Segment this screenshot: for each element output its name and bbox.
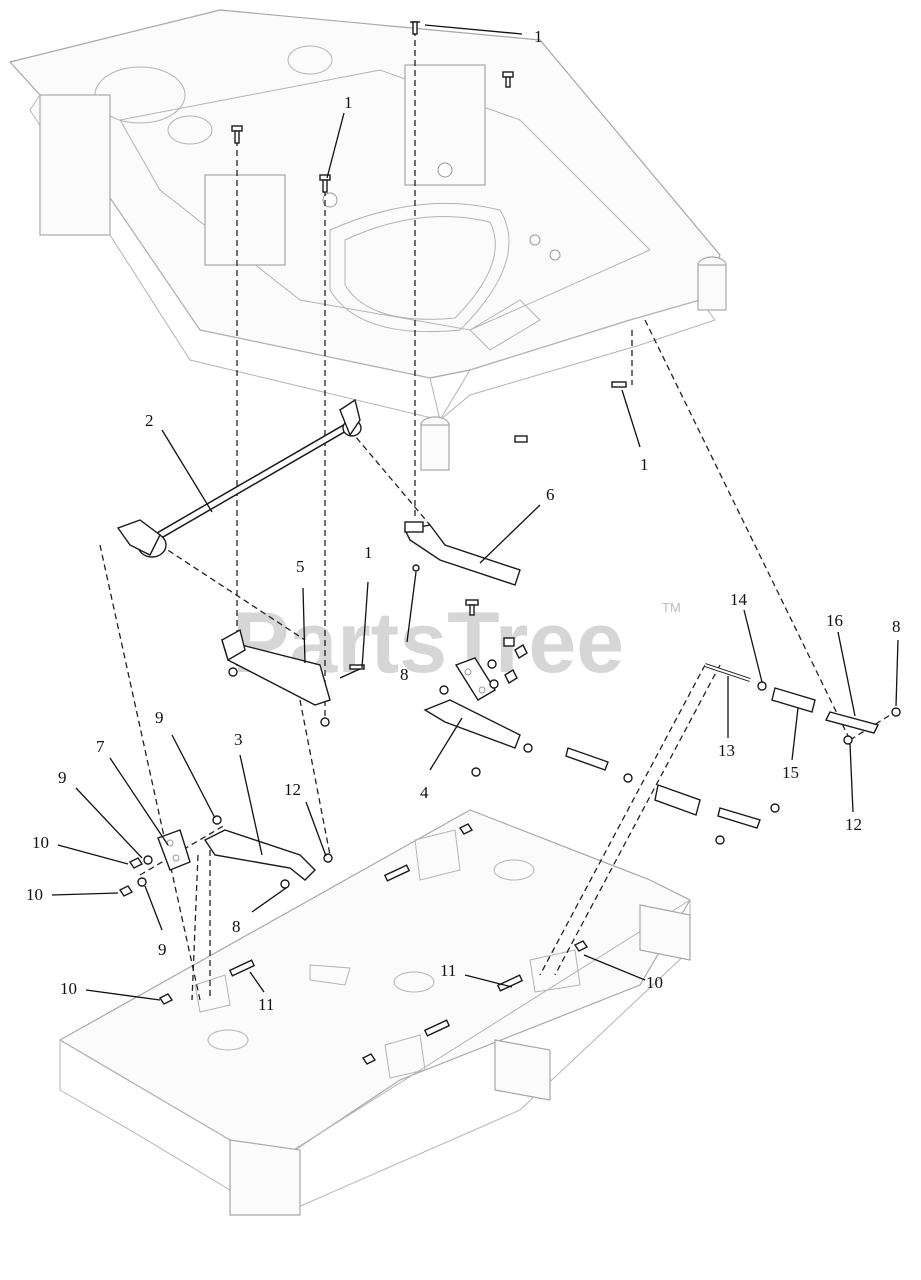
callout-13: 13 bbox=[718, 741, 735, 760]
callout-9-lower: 9 bbox=[158, 940, 167, 959]
callout-1-top: 1 bbox=[534, 27, 543, 46]
part-6-bracket bbox=[403, 521, 521, 586]
hardware-small bbox=[118, 21, 901, 1065]
callout-labels: 1 1 1 1 2 3 4 5 6 7 8 8 8 9 9 9 10 10 10… bbox=[26, 27, 901, 1014]
callout-10-middle: 10 bbox=[26, 885, 43, 904]
callout-2: 2 bbox=[145, 411, 154, 430]
part-13-16-linkage bbox=[565, 663, 880, 829]
callout-6: 6 bbox=[546, 485, 555, 504]
mower-frame bbox=[8, 9, 727, 471]
part-5-bracket bbox=[220, 628, 363, 706]
trademark-symbol: TM bbox=[662, 600, 681, 615]
callout-10-right: 10 bbox=[646, 973, 663, 992]
callout-4: 4 bbox=[420, 783, 429, 802]
callout-5: 5 bbox=[296, 557, 305, 576]
callout-11-right: 11 bbox=[440, 961, 456, 980]
part-3-lift-arm bbox=[157, 829, 316, 881]
callout-12-left: 12 bbox=[284, 780, 301, 799]
mower-deck bbox=[58, 809, 691, 1216]
callout-3: 3 bbox=[234, 730, 243, 749]
callout-11-left: 11 bbox=[258, 995, 274, 1014]
callout-9-upper: 9 bbox=[155, 708, 164, 727]
callout-1-bracket: 1 bbox=[364, 543, 373, 562]
callout-10-upper: 10 bbox=[32, 833, 49, 852]
callout-8-right: 8 bbox=[892, 617, 901, 636]
callout-7: 7 bbox=[96, 737, 105, 756]
callout-14: 14 bbox=[730, 590, 748, 609]
assembly-lines bbox=[99, 30, 896, 1001]
part-4-lift-arm bbox=[423, 643, 533, 777]
callout-1-frame: 1 bbox=[344, 93, 353, 112]
callout-9-left: 9 bbox=[58, 768, 67, 787]
callout-8-center: 8 bbox=[400, 665, 409, 684]
callout-10-lower: 10 bbox=[60, 979, 77, 998]
callout-12-right: 12 bbox=[845, 815, 862, 834]
callout-16: 16 bbox=[826, 611, 843, 630]
callout-8-lower: 8 bbox=[232, 917, 241, 936]
callout-15: 15 bbox=[782, 763, 799, 782]
leader-lines bbox=[51, 24, 899, 1001]
part-2-lift-shaft bbox=[116, 398, 362, 558]
callout-1-right: 1 bbox=[640, 455, 649, 474]
